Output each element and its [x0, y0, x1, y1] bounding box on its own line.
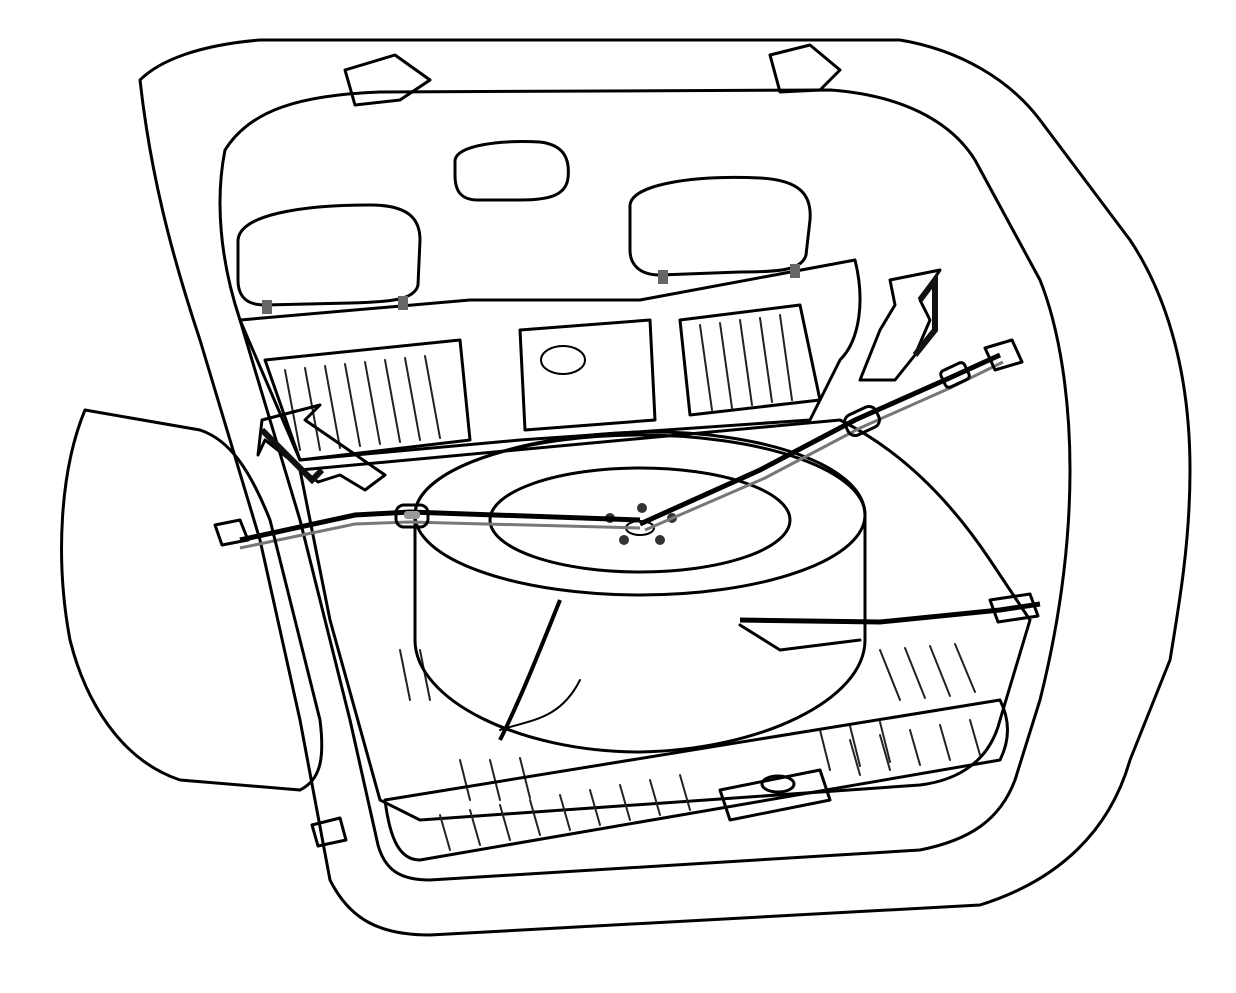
headrests [236, 140, 812, 314]
headrest-post [658, 270, 668, 284]
hinge-left [343, 53, 432, 107]
cargo-floor [298, 418, 1032, 822]
buckle-right [843, 404, 881, 438]
headrest-post [262, 300, 272, 314]
buckle-adjuster [939, 361, 971, 389]
arrow-left-shadow [259, 427, 325, 485]
seatback-ribs [284, 314, 793, 451]
rear-seatback [238, 258, 862, 462]
wheel-disc [488, 466, 792, 574]
headrest-left [236, 203, 422, 307]
floor-ribs [399, 643, 976, 801]
hinge-right [768, 43, 842, 94]
headrest-post [398, 296, 408, 310]
headrest-post [790, 264, 800, 278]
liftgate-surround [138, 38, 1192, 937]
liftgate-hinges [343, 43, 842, 107]
arrow-left-icon [256, 403, 387, 492]
hook-left-upper [213, 518, 250, 547]
spare-tire [413, 430, 867, 754]
hook-left-lower [310, 816, 348, 848]
buckle-left [394, 503, 430, 529]
open-rear-door [60, 408, 324, 792]
headrest-center [453, 140, 570, 202]
hook-right-lower [988, 592, 1040, 624]
hook-right-upper [983, 338, 1024, 372]
arrow-right-shadow [912, 271, 938, 357]
headrest-right [628, 176, 812, 277]
tie-down-hooks [213, 338, 1040, 848]
sill-ribs [439, 719, 981, 851]
strap-buckles [394, 361, 971, 529]
tire-sidewall [413, 430, 867, 754]
removal-arrows [256, 268, 942, 492]
seat-latch-icon [540, 345, 586, 375]
retaining-strap [239, 352, 1041, 741]
buckle-slot [404, 511, 420, 519]
sill-plate [383, 698, 1009, 862]
floor-plug [760, 774, 796, 794]
